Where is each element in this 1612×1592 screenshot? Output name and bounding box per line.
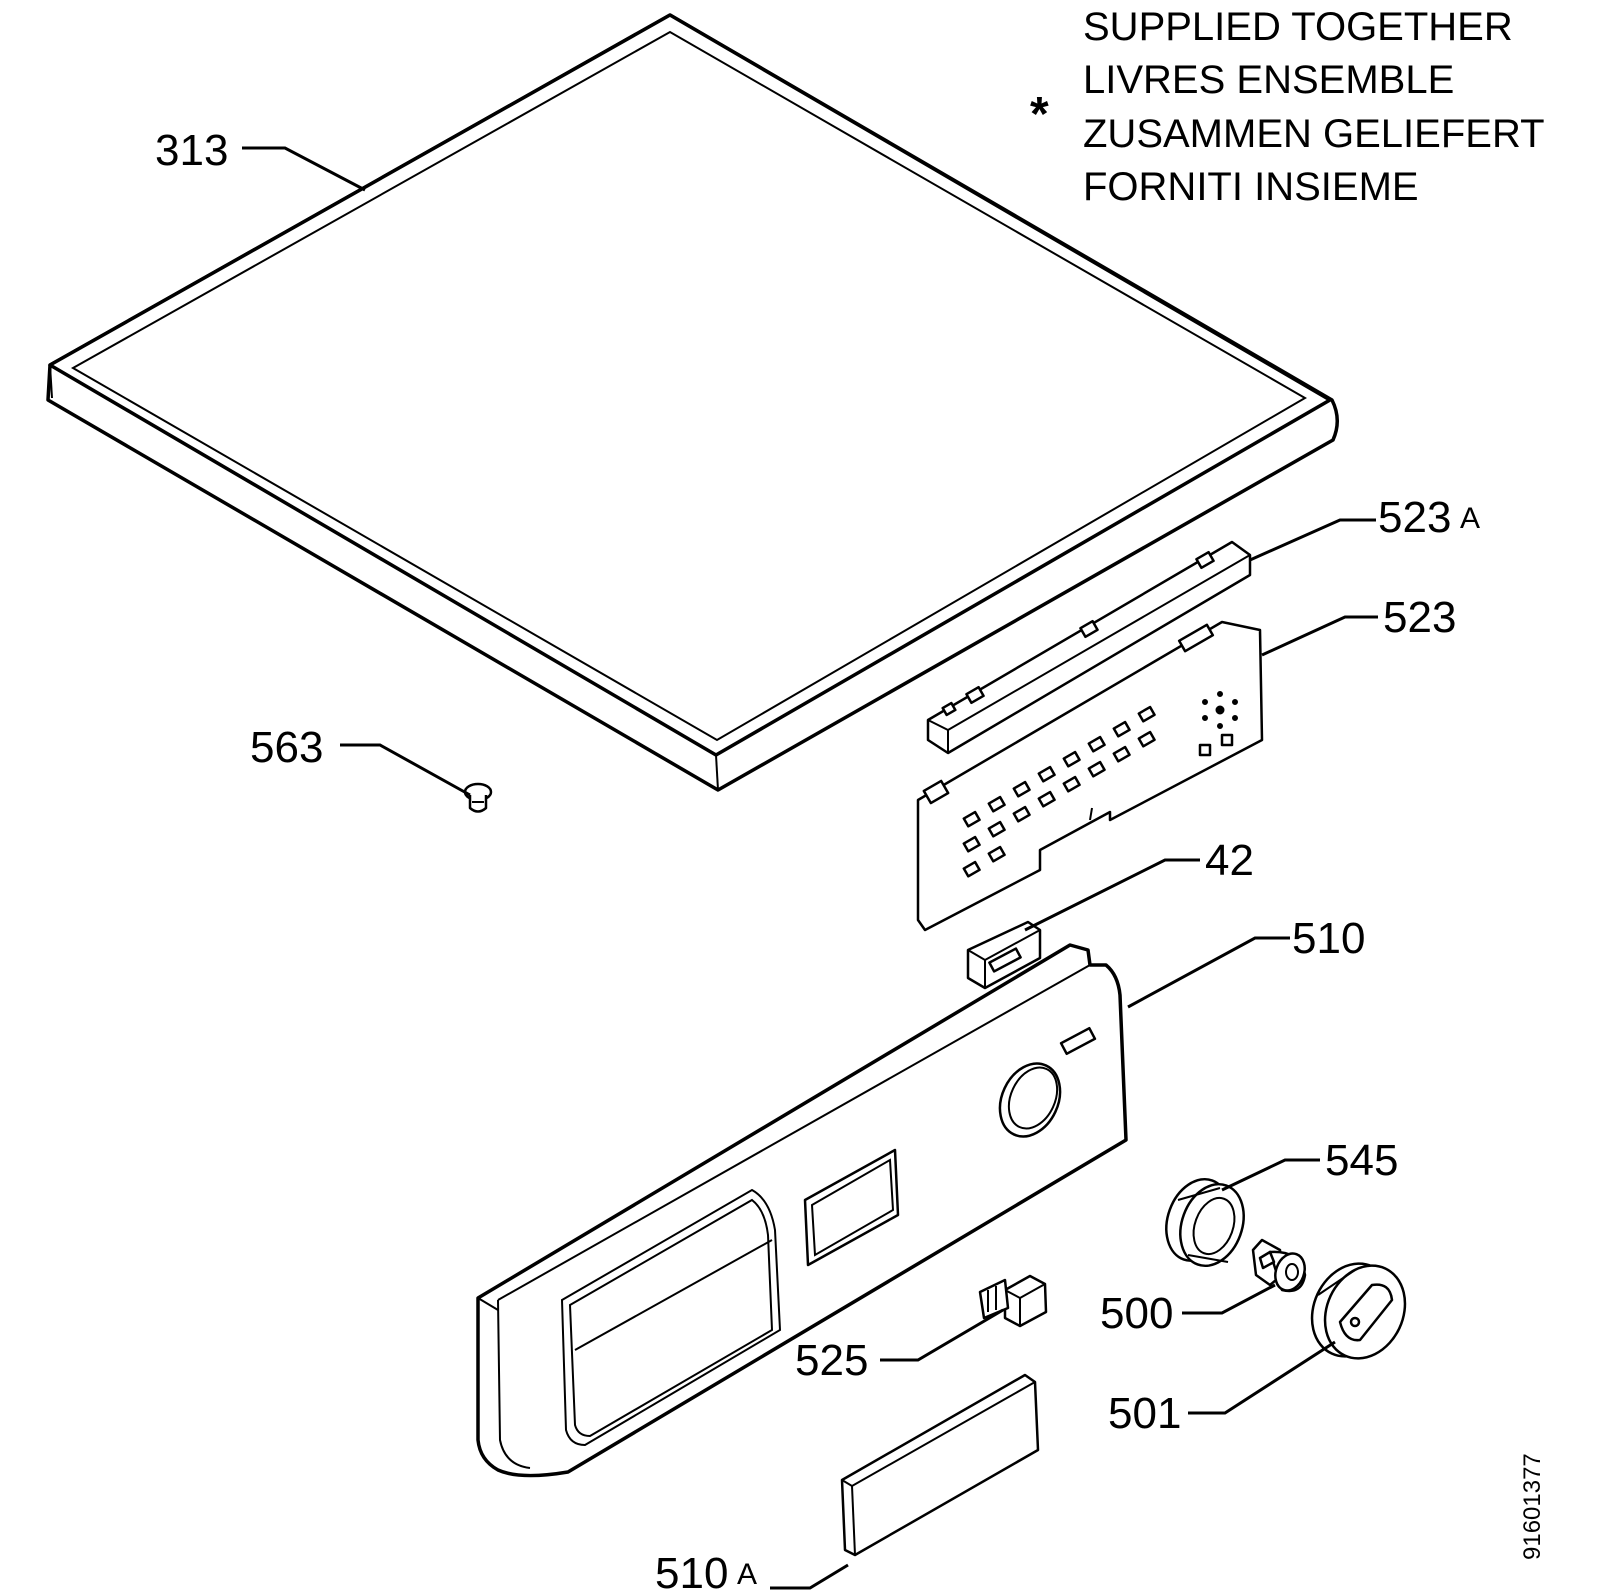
- part-523a-rail: [926, 540, 1252, 755]
- board-buttons: [962, 705, 1156, 878]
- part-563-plug: [463, 782, 493, 813]
- label-563: 563: [250, 723, 323, 772]
- label-510: 510: [1292, 914, 1365, 963]
- note-line-2: LIVRES ENSEMBLE: [1083, 58, 1454, 102]
- label-313: 313: [155, 126, 228, 175]
- part-42-connector: [966, 920, 1042, 990]
- leader-lines: [242, 146, 1378, 1590]
- part-313-top-lid: [46, 13, 1339, 792]
- label-500: 500: [1100, 1289, 1173, 1338]
- label-510a-suffix: A: [737, 1558, 757, 1591]
- part-501-knob: [1310, 1262, 1407, 1360]
- asterisk-symbol: *: [1030, 88, 1049, 141]
- callout-labels: 313 523 A 523 563 42 510 545 500 525 501…: [155, 126, 1480, 1592]
- drawing-number: 91601377: [1519, 1453, 1546, 1560]
- note-line-4: FORNITI INSIEME: [1083, 165, 1419, 209]
- label-523a: 523: [1378, 493, 1451, 542]
- part-500-knob-shaft: [1251, 1238, 1307, 1293]
- part-523-circuit-board: [916, 620, 1264, 932]
- supplied-together-note: * SUPPLIED TOGETHER LIVRES ENSEMBLE ZUSA…: [1030, 5, 1545, 209]
- label-42: 42: [1205, 836, 1254, 885]
- label-545: 545: [1325, 1136, 1398, 1185]
- label-523: 523: [1383, 593, 1456, 642]
- label-523a-suffix: A: [1460, 502, 1480, 535]
- board-dial-contacts: [1202, 691, 1238, 729]
- part-525-button: [978, 1274, 1048, 1328]
- part-545-knob-ring: [1165, 1177, 1245, 1268]
- note-line-1: SUPPLIED TOGETHER: [1083, 5, 1513, 49]
- part-510-control-panel: [476, 943, 1128, 1478]
- label-525: 525: [795, 1336, 868, 1385]
- label-510a: 510: [655, 1549, 728, 1592]
- part-510a-strip: [840, 1373, 1040, 1557]
- note-line-3: ZUSAMMEN GELIEFERT: [1083, 112, 1545, 156]
- label-501: 501: [1108, 1389, 1181, 1438]
